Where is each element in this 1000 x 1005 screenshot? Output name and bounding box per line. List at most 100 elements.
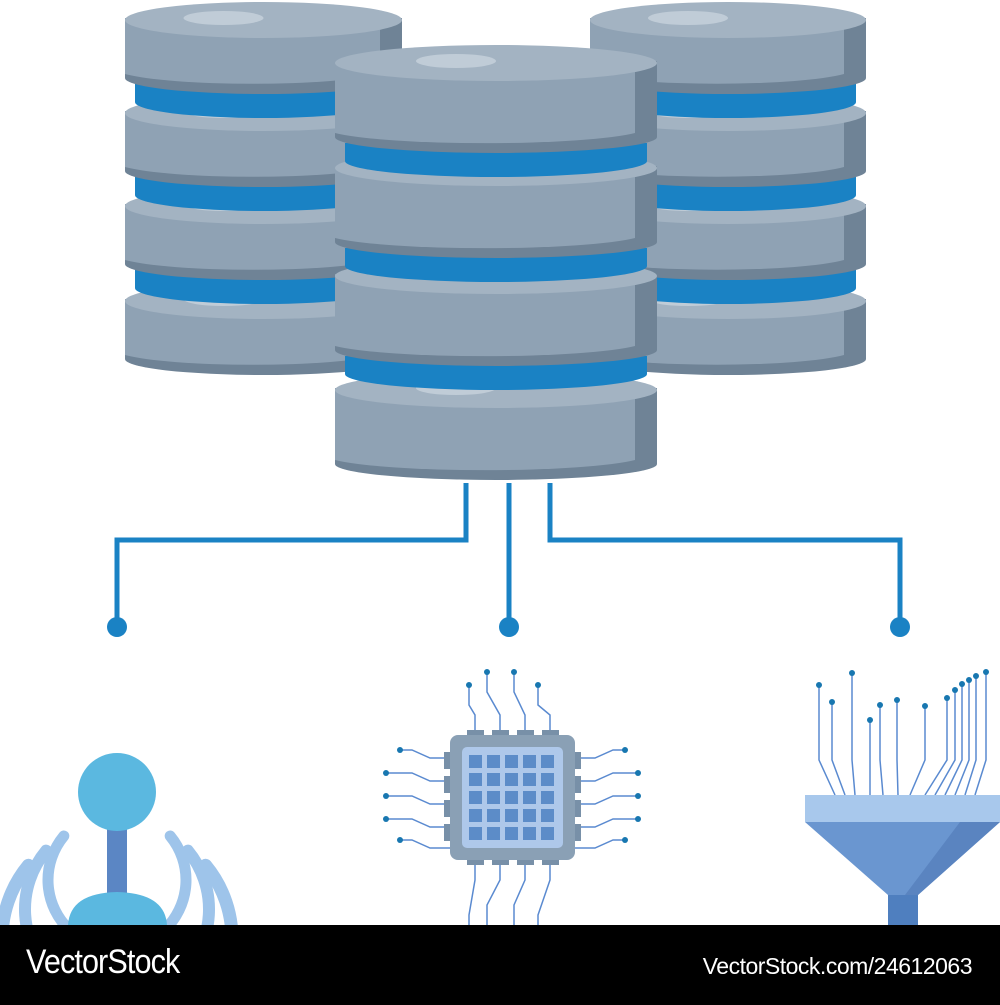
chip-pin: [517, 858, 534, 865]
chip-pin: [574, 800, 581, 817]
chip-cell: [469, 773, 482, 786]
funnel-shade: [905, 822, 1000, 895]
disk-band: [135, 84, 392, 118]
trace-dot: [383, 816, 389, 822]
antenna-stem: [107, 815, 127, 895]
data-dot: [816, 682, 822, 688]
chip-cell: [505, 773, 518, 786]
chip-trace: [486, 860, 501, 925]
disk-highlight: [183, 11, 264, 25]
connector-lines: [107, 483, 910, 637]
chip-pin: [444, 776, 451, 793]
chip-pin: [492, 858, 509, 865]
disk-band: [600, 177, 856, 211]
chip-trace: [513, 860, 526, 925]
chip-trace: [400, 839, 450, 849]
chip-trace: [468, 685, 476, 735]
connector-dot: [890, 617, 910, 637]
chip-cell: [469, 827, 482, 840]
database-network-art: [0, 2, 1000, 925]
trace-dot: [383, 793, 389, 799]
data-line: [818, 685, 836, 796]
trace-dot: [535, 682, 541, 688]
chip-pin: [467, 730, 484, 737]
antenna-head: [78, 753, 156, 831]
connector-right: [547, 483, 903, 627]
disk-face: [335, 388, 635, 471]
data-line: [896, 700, 899, 796]
chip-cell: [523, 755, 536, 768]
trace-dot: [397, 837, 403, 843]
chip-cell: [541, 809, 554, 822]
chip-cell: [505, 827, 518, 840]
signal-wave: [42, 830, 192, 925]
trace-dot: [397, 747, 403, 753]
data-line: [954, 680, 970, 796]
cpu-chip-icon: [383, 669, 641, 925]
disk-band: [345, 248, 647, 282]
antenna-signal-icon: [0, 753, 238, 925]
chip-pin: [517, 730, 534, 737]
trace-dot: [484, 669, 490, 675]
chip-cell: [487, 791, 500, 804]
chip-cell: [523, 809, 536, 822]
antenna-base: [68, 892, 167, 925]
data-line: [851, 673, 856, 796]
chip-trace: [537, 860, 551, 925]
trace-dot: [622, 747, 628, 753]
chip-pin: [574, 752, 581, 769]
data-line: [924, 698, 948, 796]
data-line: [964, 676, 977, 796]
disk-top: [590, 2, 866, 38]
chip-cell: [505, 809, 518, 822]
chip-pin: [542, 858, 559, 865]
data-dot: [849, 670, 855, 676]
data-dot: [877, 702, 883, 708]
chip-cell: [469, 809, 482, 822]
database-stack-icon: [125, 2, 866, 480]
chip-cell: [541, 755, 554, 768]
chip-cell: [487, 755, 500, 768]
chip-cell: [505, 791, 518, 804]
chip-trace: [386, 772, 450, 782]
disk-highlight: [416, 54, 496, 68]
connector-dot: [499, 617, 519, 637]
data-funnel-icon: [805, 669, 1000, 925]
data-dot: [959, 681, 965, 687]
data-dot: [867, 717, 873, 723]
database-stack: [335, 45, 657, 480]
funnel-spout: [888, 895, 918, 925]
image-reference: VectorStock.com/24612063: [702, 953, 973, 979]
data-line: [944, 684, 963, 796]
disk-band: [600, 270, 856, 304]
chip-cell: [541, 827, 554, 840]
data-dot: [922, 703, 928, 709]
data-dot: [894, 697, 900, 703]
trace-dot: [635, 770, 641, 776]
chip-cell: [469, 755, 482, 768]
data-line: [879, 705, 884, 796]
data-dot: [973, 673, 979, 679]
chip-cell: [541, 791, 554, 804]
chip-trace: [575, 839, 625, 849]
chip-cell: [523, 791, 536, 804]
disk-band: [600, 84, 856, 118]
chip-pin: [574, 776, 581, 793]
chip-cell: [487, 809, 500, 822]
chip-trace: [537, 685, 551, 735]
chip-cell: [505, 755, 518, 768]
chip-trace: [513, 672, 526, 735]
signal-wave: [19, 844, 215, 925]
disk-top: [335, 45, 657, 81]
disk-top: [125, 2, 402, 38]
data-line: [934, 690, 956, 796]
chip-cell: [469, 791, 482, 804]
disk-band: [345, 143, 647, 177]
chip-pin: [444, 824, 451, 841]
chip-pin: [467, 858, 484, 865]
vectorstock-logo: VectorStock: [26, 943, 180, 981]
chip-trace: [575, 795, 638, 805]
chip-trace: [575, 818, 638, 828]
trace-dot: [635, 793, 641, 799]
data-line: [831, 702, 846, 796]
